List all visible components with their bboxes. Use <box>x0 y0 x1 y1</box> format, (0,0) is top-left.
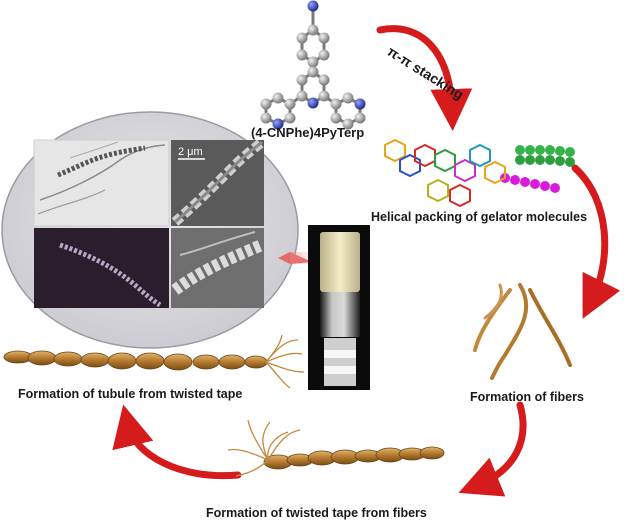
cycle-arrows <box>112 25 621 497</box>
stack-green <box>515 145 575 167</box>
nitrogen-atoms <box>272 0 366 130</box>
arrow-helix-to-fibers <box>571 164 621 319</box>
helical-packing-label: Helical packing of gelator molecules <box>371 210 588 224</box>
scale-bar-label: 2 μm <box>178 146 203 158</box>
twisted-tape <box>227 419 445 477</box>
carbon-atoms <box>260 24 366 130</box>
fibers-label: Formation of fibers <box>470 390 584 404</box>
micrograph-top-left <box>33 139 170 227</box>
arrow-tape-to-tubule <box>112 404 242 480</box>
helical-packing-stack <box>384 138 575 208</box>
gel-vial <box>308 225 370 390</box>
stack-magenta <box>500 173 560 193</box>
molecule-label: (4-CNPhe)4PyTerp <box>251 125 365 140</box>
tubule <box>3 334 305 389</box>
tubule-label: Formation of tubule from twisted tape <box>18 387 243 401</box>
stack-multicolor <box>384 138 506 208</box>
arrow-molecule-to-helix <box>376 25 473 131</box>
micrograph-top-right: 2 μm <box>171 138 266 226</box>
micrograph-bottom-left <box>34 228 169 308</box>
fibers <box>473 283 572 380</box>
microscopy-circle: 2 μm <box>1 111 299 349</box>
arrow-fibers-to-tape <box>458 401 527 497</box>
helix-trace-top-left <box>57 145 146 178</box>
molecule-structure <box>260 0 366 130</box>
micrograph-bottom-right <box>171 228 265 308</box>
twisted-tape-label: Formation of twisted tape from fibers <box>206 506 427 520</box>
